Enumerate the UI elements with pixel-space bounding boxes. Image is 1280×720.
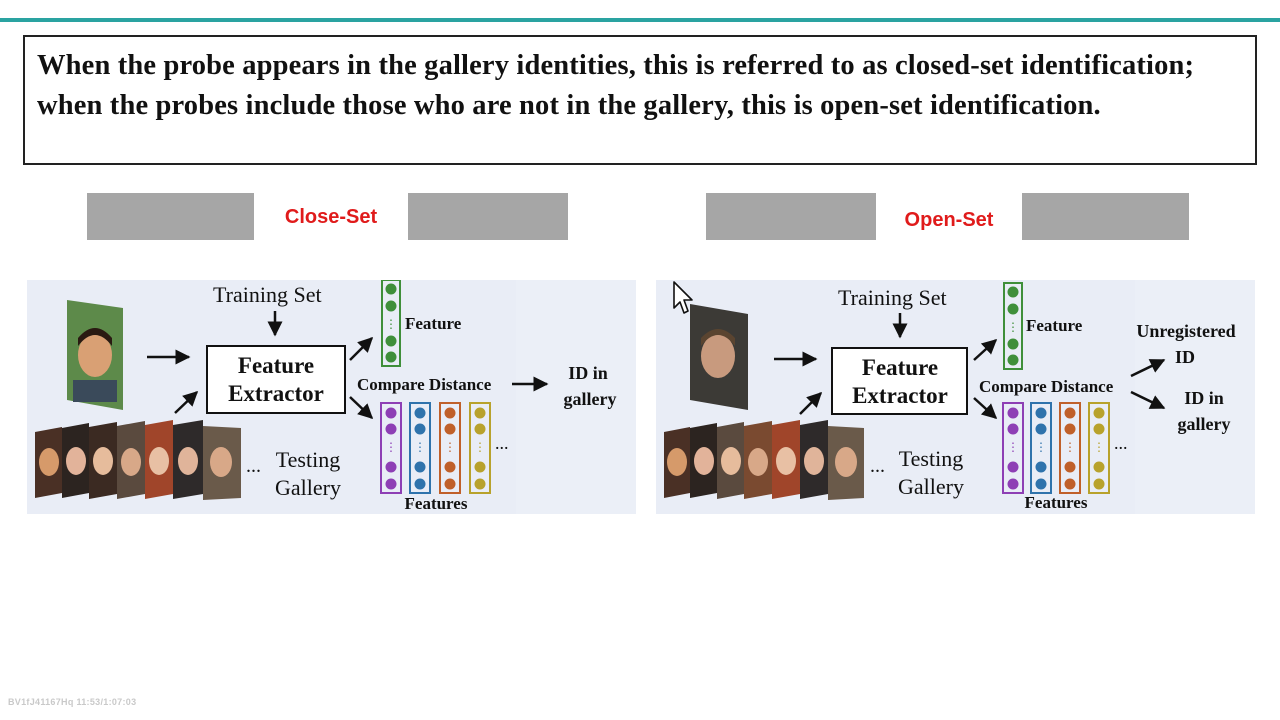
testing-gallery-label-2: Gallery bbox=[898, 474, 964, 499]
open-set-banner: Open-Set bbox=[706, 193, 1189, 244]
output-label-1: ID in bbox=[568, 363, 608, 383]
feature-vector-blue: ⋮ bbox=[409, 402, 431, 494]
unregistered-label-1: Unregistered bbox=[1136, 321, 1235, 341]
output-region bbox=[516, 280, 636, 514]
training-set-label: Training Set bbox=[213, 282, 322, 307]
compare-to-unregistered-arrow bbox=[1130, 358, 1166, 378]
banner-gray-right bbox=[408, 193, 568, 240]
svg-text:⋮: ⋮ bbox=[444, 440, 456, 454]
gallery-face-images bbox=[35, 420, 241, 500]
mouse-cursor-icon bbox=[673, 281, 693, 314]
feature-vector-orange: ⋮ bbox=[1059, 402, 1081, 494]
svg-text:⋮: ⋮ bbox=[1064, 440, 1076, 454]
gallery-ellipsis: ... bbox=[870, 455, 885, 477]
output-label-1: ID in bbox=[1184, 388, 1224, 408]
extractor-to-features-arrow bbox=[973, 397, 998, 420]
testing-gallery-label-1: Testing bbox=[899, 446, 963, 471]
svg-text:⋮: ⋮ bbox=[1093, 440, 1105, 454]
gallery-feature-vectors: ⋮ ⋮ ⋮ ⋮ bbox=[1002, 402, 1110, 494]
feature-vector-purple: ⋮ bbox=[380, 402, 402, 494]
banner-gray-left bbox=[706, 193, 876, 240]
feature-vector-yellow: ⋮ bbox=[469, 402, 491, 494]
svg-text:⋮: ⋮ bbox=[414, 440, 426, 454]
close-set-label: Close-Set bbox=[254, 193, 408, 241]
open-set-label: Open-Set bbox=[876, 196, 1022, 244]
compare-to-id-arrow bbox=[1130, 390, 1166, 410]
feature-label: Feature bbox=[405, 314, 462, 333]
accent-bar bbox=[0, 18, 1280, 22]
gallery-arrow bbox=[799, 391, 823, 415]
gallery-face-images bbox=[664, 420, 864, 500]
extractor-to-features-arrow bbox=[349, 396, 374, 420]
svg-text:⋮: ⋮ bbox=[1007, 440, 1019, 454]
feature-extractor-box bbox=[831, 347, 968, 415]
gallery-feature-vectors: ⋮ ⋮ ⋮ ⋮ bbox=[380, 402, 491, 494]
gallery-ellipsis: ... bbox=[246, 455, 261, 477]
open-set-diagram: ... Training Set Feature Extractor ⋮ Fea… bbox=[656, 280, 1265, 514]
svg-text:⋮: ⋮ bbox=[385, 317, 397, 331]
feature-vector-blue: ⋮ bbox=[1030, 402, 1052, 494]
extractor-label-1: Feature bbox=[238, 353, 314, 378]
training-set-label: Training Set bbox=[838, 285, 947, 310]
features-ellipsis: ... bbox=[1114, 433, 1128, 453]
extractor-to-feature-arrow bbox=[973, 338, 998, 361]
feature-vector-yellow: ⋮ bbox=[1088, 402, 1110, 494]
banner-gray-left bbox=[87, 193, 254, 240]
feature-vector-purple: ⋮ bbox=[1002, 402, 1024, 494]
definition-text: When the probe appears in the gallery id… bbox=[37, 50, 1195, 121]
extractor-to-feature-arrow bbox=[349, 336, 374, 361]
probe-feature-vector: ⋮ bbox=[381, 280, 401, 367]
close-set-diagram: ... Training Set Feature Extractor ⋮ Fea… bbox=[27, 280, 636, 514]
probe-face-image bbox=[690, 304, 748, 410]
features-label: Features bbox=[1025, 493, 1088, 512]
feature-vector-orange: ⋮ bbox=[439, 402, 461, 494]
gallery-arrow bbox=[174, 390, 199, 414]
features-label: Features bbox=[405, 494, 468, 513]
probe-feature-vector: ⋮ bbox=[1003, 282, 1023, 370]
svg-text:⋮: ⋮ bbox=[1035, 440, 1047, 454]
feature-extractor-box bbox=[206, 345, 346, 414]
output-label-2: gallery bbox=[1178, 414, 1231, 434]
compare-distance-label: Compare Distance bbox=[357, 375, 492, 394]
unregistered-label-2: ID bbox=[1175, 347, 1195, 367]
svg-text:⋮: ⋮ bbox=[385, 440, 397, 454]
extractor-label-2: Extractor bbox=[852, 383, 948, 408]
definition-box: When the probe appears in the gallery id… bbox=[23, 35, 1257, 165]
probe-face-image bbox=[67, 300, 123, 410]
compare-distance-label: Compare Distance bbox=[979, 377, 1114, 396]
testing-gallery-label-2: Gallery bbox=[275, 475, 341, 500]
output-label-2: gallery bbox=[564, 389, 617, 409]
extractor-label-2: Extractor bbox=[228, 381, 324, 406]
extractor-label-1: Feature bbox=[862, 355, 938, 380]
video-watermark: BV1fJ41167Hq 11:53/1:07:03 bbox=[8, 697, 137, 707]
testing-gallery-label-1: Testing bbox=[276, 447, 340, 472]
svg-text:⋮: ⋮ bbox=[1007, 320, 1019, 334]
top-accent-line bbox=[0, 0, 1280, 23]
feature-label: Feature bbox=[1026, 316, 1083, 335]
close-set-banner: Close-Set bbox=[87, 193, 568, 241]
svg-text:⋮: ⋮ bbox=[474, 440, 486, 454]
banner-gray-right bbox=[1022, 193, 1189, 240]
features-ellipsis: ... bbox=[495, 433, 509, 453]
